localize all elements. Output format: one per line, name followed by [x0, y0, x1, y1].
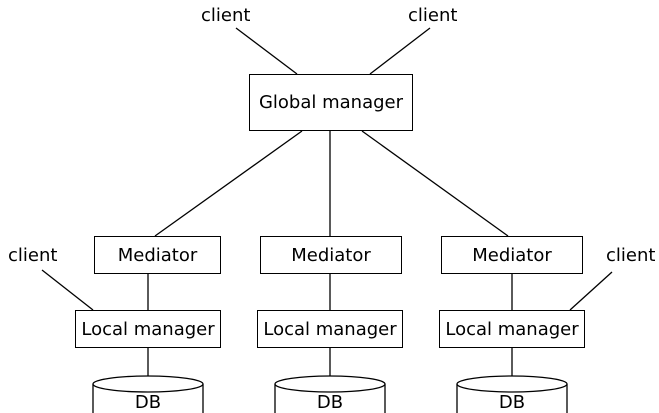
mediator-box-right: Mediator [441, 236, 583, 274]
edge-global-mediator-right [361, 130, 509, 237]
mediator-box-left: Mediator [94, 236, 221, 274]
client-label-top-left: client [201, 5, 251, 26]
db-cylinder-left [92, 375, 204, 413]
db-label-center: DB [316, 392, 344, 413]
db-cylinder-right [456, 375, 568, 413]
edge-client-local-left [41, 269, 94, 311]
client-label-left: client [8, 245, 58, 266]
db-cylinder-center [274, 375, 386, 413]
edge-client-global-right [369, 27, 431, 75]
local-manager-box-left: Local manager [75, 310, 221, 348]
edge-client-global-left [235, 27, 298, 75]
client-label-right: client [606, 245, 656, 266]
client-label-top-right: client [408, 5, 458, 26]
local-manager-box-right: Local manager [439, 310, 585, 348]
db-label-left: DB [134, 392, 162, 413]
edge-global-mediator-left [154, 130, 303, 237]
local-manager-box-center: Local manager [257, 310, 403, 348]
edge-client-local-right [569, 271, 613, 311]
db-label-right: DB [498, 392, 526, 413]
global-manager-box: Global manager [249, 74, 413, 131]
mediator-box-center: Mediator [260, 236, 402, 274]
